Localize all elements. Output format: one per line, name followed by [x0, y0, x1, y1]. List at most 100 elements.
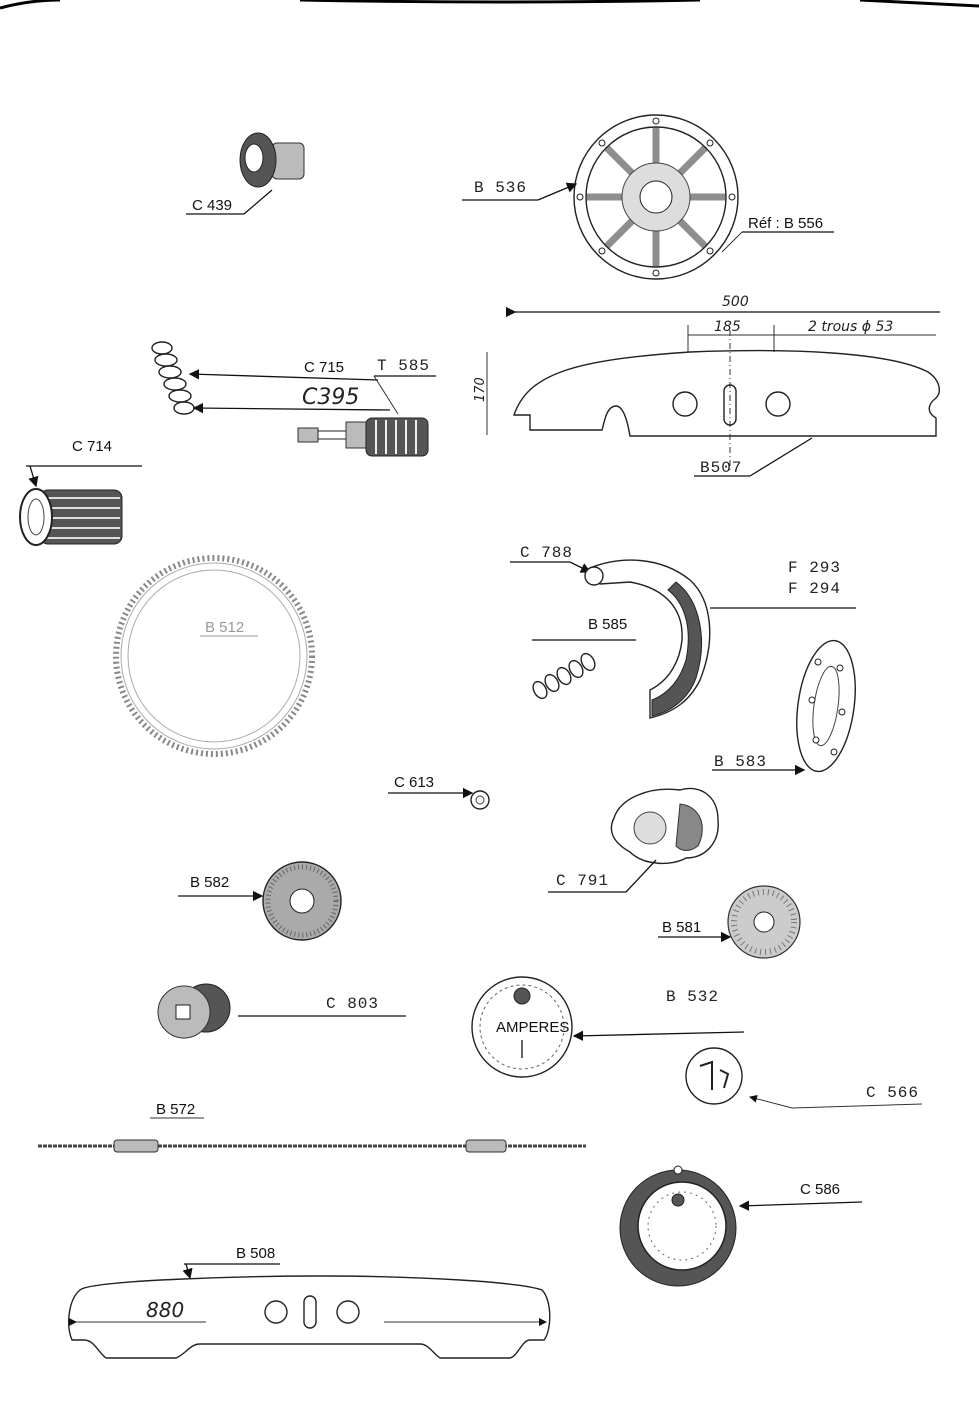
b581-label: B 581 — [662, 919, 701, 936]
b572-label: B 572 — [156, 1101, 195, 1118]
c566-label: C 566 — [866, 1084, 919, 1102]
c586-knob — [673, 1165, 683, 1175]
c566-leader-diag — [749, 1094, 793, 1109]
part-c715-c395-t585: C 715 C395 T 585 — [151, 341, 436, 457]
c586-scale — [647, 1191, 717, 1261]
b507-outline — [513, 349, 940, 437]
b581-center — [753, 911, 775, 933]
part-b572: B 572 — [38, 1101, 586, 1153]
b583-plate — [796, 639, 856, 773]
c613-bore — [475, 795, 485, 805]
dim-185-label: 185 — [714, 319, 741, 335]
part-c566: C 566 — [685, 1047, 923, 1109]
b556-leader-diag — [721, 231, 743, 253]
b508-outline — [68, 1275, 551, 1359]
part-b512: B 512 — [113, 555, 315, 757]
b512-label: B 512 — [205, 619, 244, 636]
b585-spring — [532, 652, 596, 700]
part-b582: B 582 — [178, 861, 342, 941]
brake-shoe-lining — [651, 581, 702, 717]
c714-rollers — [46, 497, 120, 539]
c715-leader — [188, 369, 379, 381]
b507-hole-right — [765, 391, 791, 417]
c586-leader — [738, 1200, 863, 1211]
part-b536: B 536 Réf : B 556 — [462, 114, 834, 280]
c566-detail — [699, 1060, 730, 1090]
c791-shading — [675, 803, 703, 851]
b583-label: B 583 — [714, 753, 767, 771]
b512-ring-outer — [120, 562, 308, 750]
part-b532: B 532 AMPERES — [471, 976, 745, 1078]
b582-center — [289, 888, 315, 914]
b583-holes — [808, 658, 846, 756]
b536-bolt-holes — [576, 117, 736, 277]
c803-label: C 803 — [326, 995, 379, 1013]
b572-sleeve-left — [113, 1139, 159, 1153]
part-c439: C 439 — [186, 132, 305, 215]
part-c791: C 791 — [548, 787, 719, 893]
c791-label: C 791 — [556, 872, 609, 890]
c586-lamp — [671, 1193, 685, 1207]
b508-slot — [303, 1295, 317, 1329]
part-brake-shoe: C 788 F 293 F 294 — [510, 544, 856, 719]
b532-dial-inner — [479, 984, 565, 1070]
c715-spring — [151, 341, 195, 415]
dim-880-label: 880 — [146, 1298, 184, 1322]
c714-leader-arrow — [28, 465, 39, 488]
c613-label: C 613 — [394, 774, 434, 791]
b508-label: B 508 — [236, 1245, 275, 1262]
b508-hole-right — [336, 1300, 360, 1324]
dim-170-label: 170 — [473, 377, 488, 402]
b536-label: B 536 — [474, 179, 527, 197]
c586-face — [637, 1181, 727, 1271]
c439-face — [244, 143, 264, 173]
b536-leader-arrow — [537, 182, 578, 201]
t585-label: T 585 — [377, 357, 430, 375]
f294-label: F 294 — [788, 580, 841, 598]
c439-leader-diag — [243, 189, 273, 215]
b581-texture — [731, 889, 797, 955]
part-b581: B 581 — [658, 885, 801, 959]
brake-shoe-eye — [584, 566, 604, 586]
c566-leader — [791, 1103, 923, 1109]
c791-body — [610, 787, 719, 865]
part-b583: B 583 — [712, 639, 856, 776]
b556-label: Réf : B 556 — [748, 215, 823, 232]
c715-label: C 715 — [304, 359, 344, 376]
part-c803: C 803 — [157, 983, 406, 1039]
b572-sleeve-right — [465, 1139, 507, 1153]
part-b507: 500 185 2 trous ϕ 53 170 B507 — [473, 294, 940, 477]
b507-hole-left — [672, 391, 698, 417]
c613-ring — [470, 790, 490, 810]
b582-texture — [265, 864, 339, 938]
b512-ring-inner — [127, 569, 301, 743]
part-b585: B 585 — [532, 616, 636, 700]
b532-leader — [572, 1030, 745, 1041]
c395-leader — [192, 402, 391, 414]
b536-hub-center — [639, 180, 673, 214]
part-c586: C 586 — [619, 1165, 863, 1287]
b583-inner — [812, 665, 840, 747]
c714-label: C 714 — [72, 438, 112, 455]
dim-500-label: 500 — [722, 294, 749, 310]
b532-label: B 532 — [666, 988, 719, 1006]
t585-worm-gear — [297, 417, 429, 457]
c788-label: C 788 — [520, 544, 573, 562]
holes-note-label: 2 trous ϕ 53 — [808, 319, 893, 335]
f293-label: F 293 — [788, 559, 841, 577]
c791-leader-diag — [625, 859, 657, 893]
t585-leader-diag — [373, 375, 399, 415]
c395-label: C395 — [302, 385, 359, 410]
b507-leader-diag — [749, 437, 813, 477]
b507-label: B507 — [700, 459, 742, 477]
part-b508: B 508 880 — [68, 1245, 551, 1359]
c791-bore — [633, 811, 667, 845]
b582-label: B 582 — [190, 874, 229, 891]
b532-dial — [471, 976, 573, 1078]
part-c613: C 613 — [388, 774, 490, 810]
c714-bore — [27, 498, 45, 536]
b536-spokes — [586, 127, 726, 267]
b508-hole-left — [264, 1300, 288, 1324]
b585-label: B 585 — [588, 616, 627, 633]
